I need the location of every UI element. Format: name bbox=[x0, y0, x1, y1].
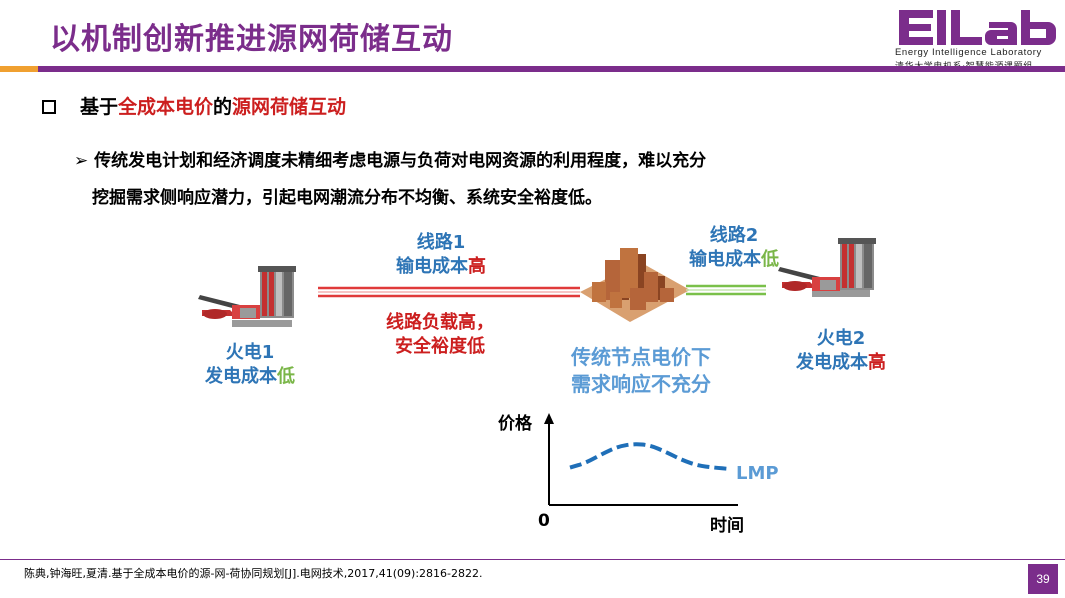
lmp-legend-label: LMP bbox=[736, 463, 779, 484]
page-number: 39 bbox=[1028, 564, 1058, 594]
line1-load-note-2: 安全裕度低 bbox=[395, 336, 485, 357]
bullet-text-2: 挖掘需求侧响应潜力，引起电网潮流分布不均衡、系统安全裕度低。 bbox=[92, 188, 602, 208]
gen1-name: 火电1 bbox=[225, 342, 275, 363]
city-note-1: 传统节点电价下 bbox=[571, 345, 711, 369]
section-highlight: 全成本电价 bbox=[118, 96, 214, 118]
section-suffix: 源网荷储互动 bbox=[232, 96, 347, 118]
header-divider-bar bbox=[38, 66, 1065, 72]
transmission-line-1 bbox=[318, 286, 580, 298]
gen2-name: 火电2 bbox=[816, 328, 866, 349]
gen2-label: 火电2 发电成本高 bbox=[790, 327, 892, 375]
arrow-bullet-icon: ➢ bbox=[74, 151, 89, 171]
y-axis-arrow bbox=[544, 413, 554, 424]
city-note: 传统节点电价下 需求响应不充分 bbox=[560, 344, 722, 398]
square-bullet-icon bbox=[42, 100, 56, 114]
footer-citation: 陈典,钟海旺,夏清.基于全成本电价的源-网-荷协同规划[J].电网技术,2017… bbox=[24, 567, 483, 580]
section-heading: 基于全成本电价的源网荷储互动 bbox=[42, 92, 346, 119]
slide-title: 以机制创新推进源网荷储互动 bbox=[50, 22, 453, 57]
transmission-line-2 bbox=[686, 284, 766, 296]
line2-label: 线路2 输电成本低 bbox=[682, 224, 786, 272]
logo-subtitle-en: Energy Intelligence Laboratory bbox=[895, 47, 1042, 58]
chart-xlabel: 时间 bbox=[710, 516, 744, 536]
bullet-text-1: 传统发电计划和经济调度未精细考虑电源与负荷对电网资源的利用程度，难以充分 bbox=[94, 151, 707, 171]
footer-divider bbox=[0, 559, 1065, 560]
line1-cost-prefix: 输电成本 bbox=[396, 256, 468, 277]
gen1-label: 火电1 发电成本低 bbox=[200, 341, 300, 389]
city-note-2: 需求响应不充分 bbox=[571, 372, 711, 396]
gen2-cost-level: 高 bbox=[868, 352, 886, 373]
line1-name: 线路1 bbox=[416, 232, 466, 253]
lmp-chart bbox=[544, 413, 738, 506]
eilab-logo-mark bbox=[899, 10, 1056, 45]
power-plant-1-icon bbox=[198, 266, 296, 327]
power-plant-2-icon bbox=[778, 238, 876, 297]
line2-cost-prefix: 输电成本 bbox=[689, 249, 761, 270]
line1-cost-level: 高 bbox=[468, 256, 486, 277]
line1-load-note-1: 线路负载高， bbox=[386, 312, 494, 333]
section-prefix: 基于 bbox=[80, 96, 119, 118]
line1-label: 线路1 输电成本高 bbox=[390, 231, 492, 279]
gen2-cost-prefix: 发电成本 bbox=[796, 352, 868, 373]
lmp-curve bbox=[569, 442, 731, 471]
line1-load-note: 线路负载高， 安全裕度低 bbox=[378, 311, 502, 359]
line2-name: 线路2 bbox=[709, 225, 759, 246]
line2-cost-level: 低 bbox=[761, 249, 779, 270]
chart-ylabel: 价格 bbox=[498, 414, 532, 434]
section-middle: 的 bbox=[213, 96, 233, 118]
bullet-line-1: ➢ 传统发电计划和经济调度未精细考虑电源与负荷对电网资源的利用程度，难以充分 bbox=[74, 146, 706, 171]
city-load-icon bbox=[580, 248, 690, 322]
gen1-cost-prefix: 发电成本 bbox=[205, 366, 277, 387]
header-accent-bar bbox=[0, 66, 38, 72]
chart-origin-label: 0 bbox=[538, 511, 550, 531]
gen1-cost-level: 低 bbox=[277, 366, 295, 387]
